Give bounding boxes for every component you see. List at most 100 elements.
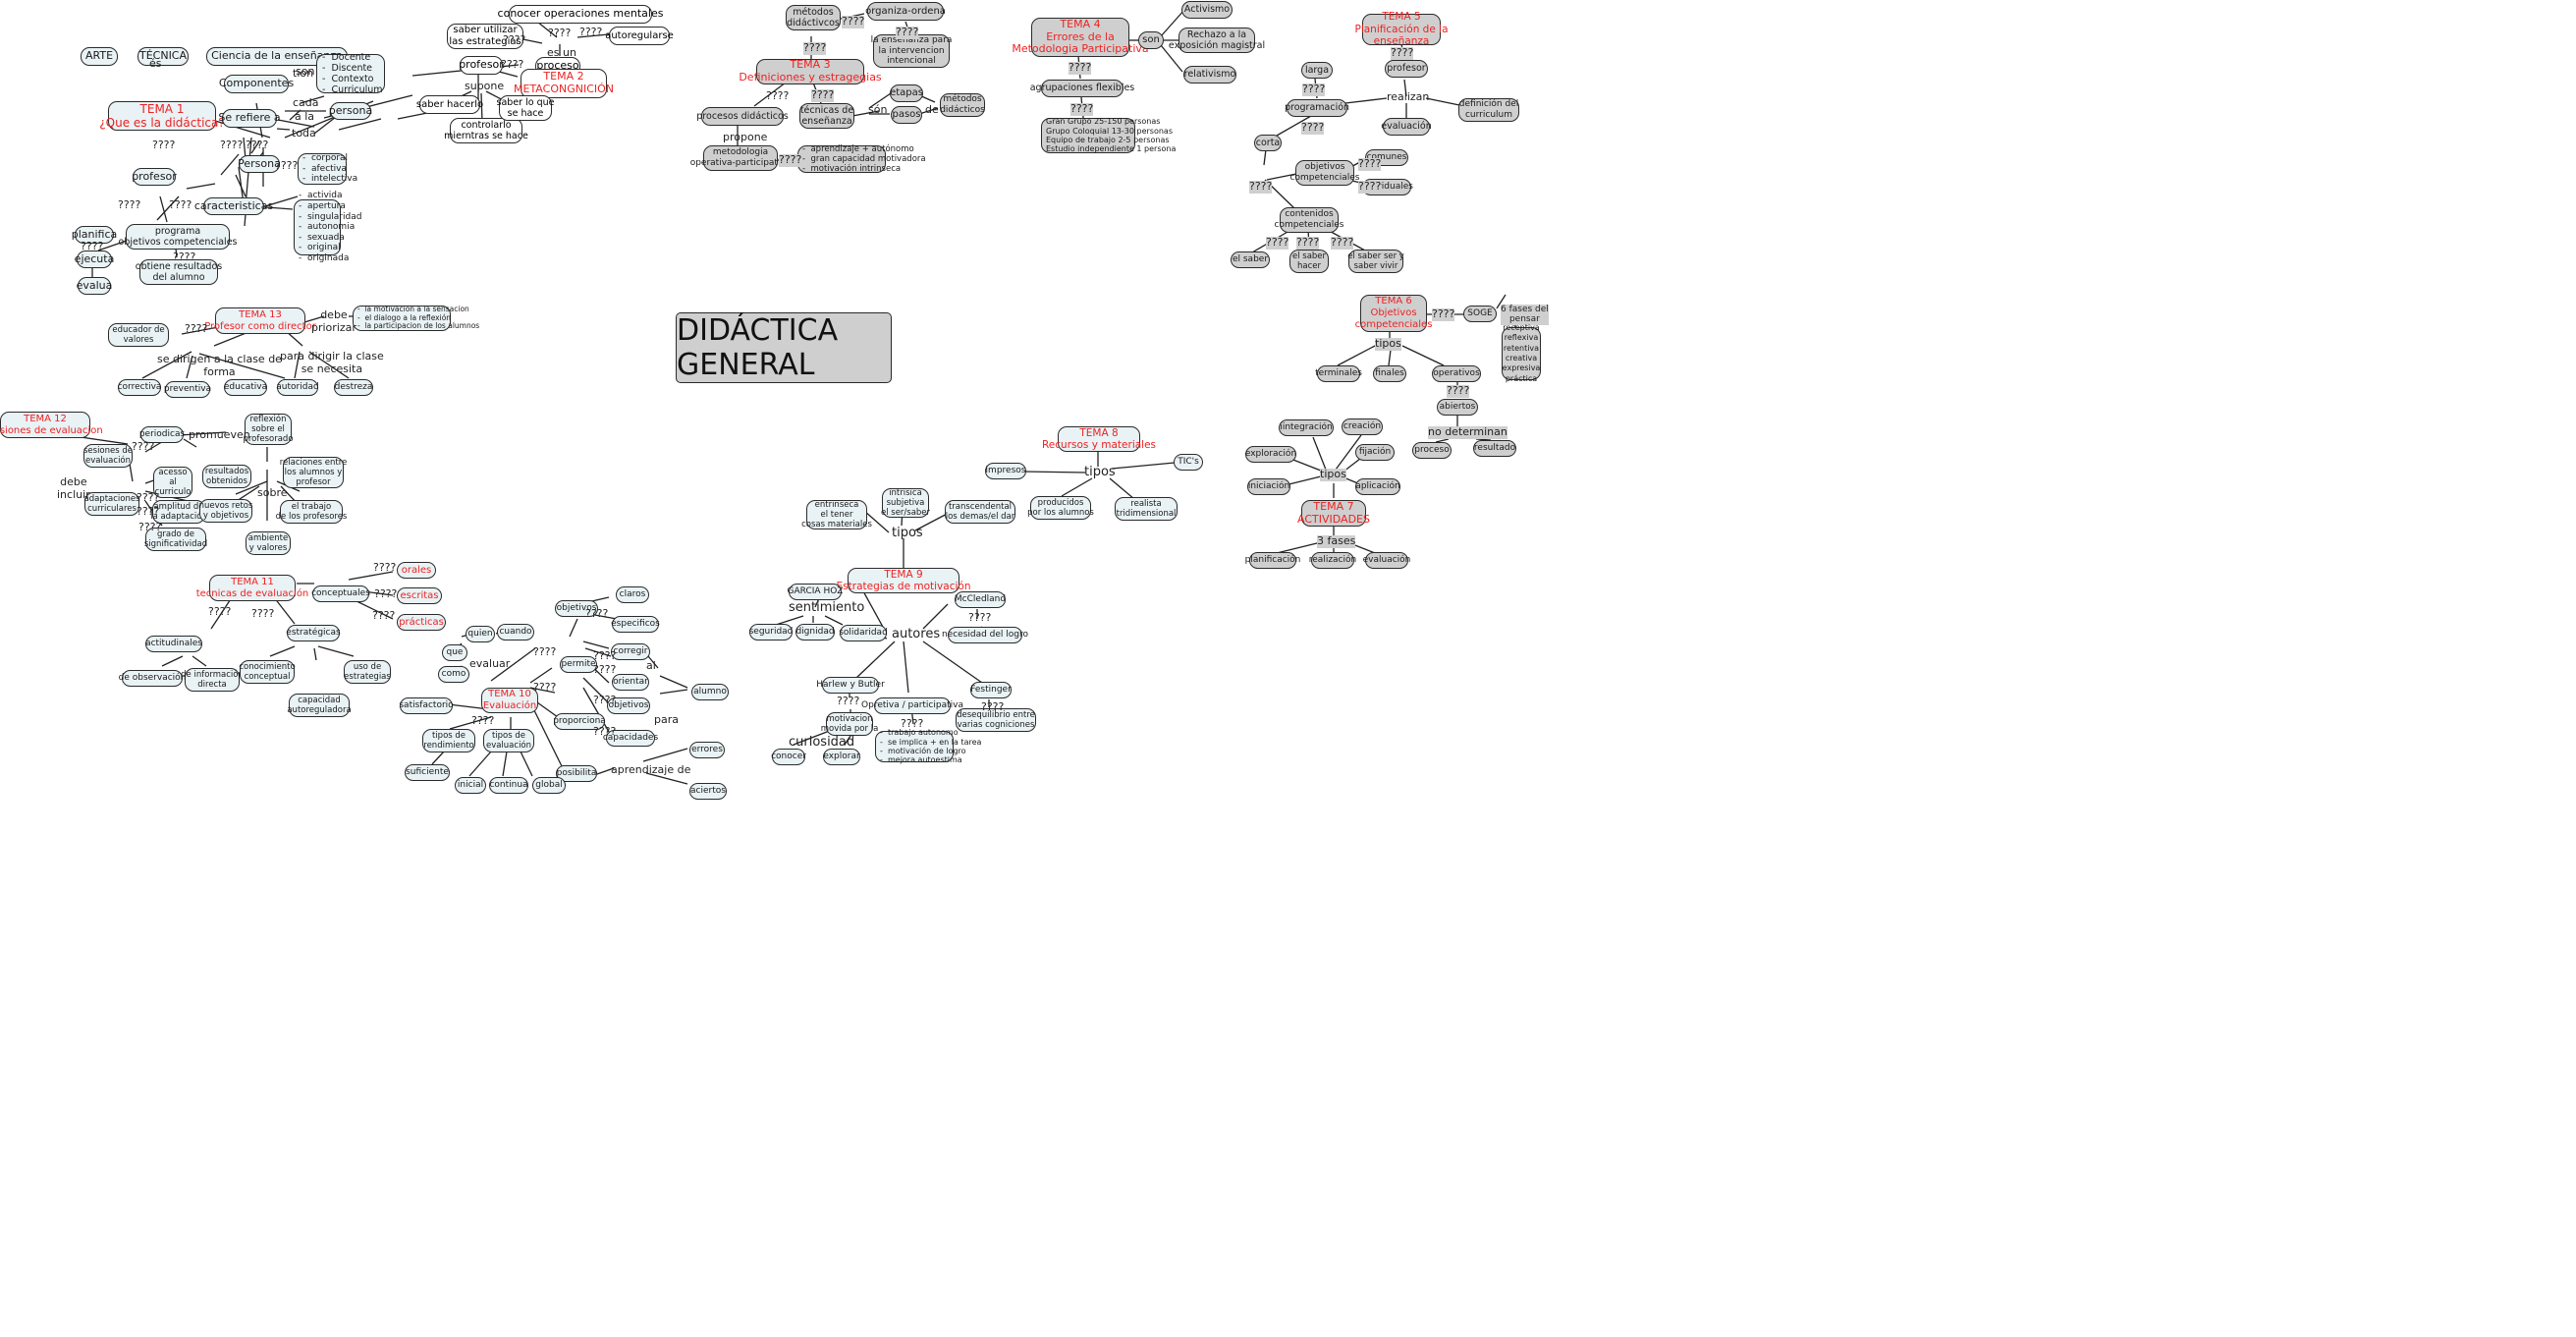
node-tema-13[interactable]: TEMA 13 Profesor como director xyxy=(204,307,316,334)
node-priorizar-list[interactable]: - la motivacion a la sensacion - el dial… xyxy=(353,305,479,331)
node-componentes[interactable]: Componentes xyxy=(219,75,294,93)
node-uso-estrategias[interactable]: uso de estrategias xyxy=(344,660,391,684)
node-capacidades[interactable]: capacidades xyxy=(603,730,658,747)
node-programa-objetivos[interactable]: programa objetivos competenciales xyxy=(118,224,238,250)
node-iniciacion[interactable]: iniciación xyxy=(1247,478,1290,495)
node-t7-planificacion[interactable]: planificación xyxy=(1245,552,1300,569)
node-errores[interactable]: errores xyxy=(689,742,725,758)
node-t4-son[interactable]: son xyxy=(1138,31,1164,49)
node-tema-12[interactable]: TEMA 12 Sesiones de evaluacion xyxy=(0,412,103,438)
node-controlarlo[interactable]: controlarlo mierntras se hace xyxy=(444,118,528,143)
node-grado-significatividad[interactable]: grado de significatividad xyxy=(143,528,208,551)
node-exploracion[interactable]: exploración xyxy=(1245,446,1296,463)
node-el-saber-ser[interactable]: el saber ser y saber vivir xyxy=(1347,250,1404,273)
node-t1-profesor[interactable]: profesor xyxy=(132,168,177,186)
node-practicas[interactable]: prácticas xyxy=(397,614,446,631)
node-larga[interactable]: larga xyxy=(1301,62,1333,79)
node-actitudinales[interactable]: actitudinales xyxy=(145,636,202,652)
node-escritas[interactable]: escritas xyxy=(397,587,442,604)
node-objetivos-competenciales-t5[interactable]: objetivos competenciales xyxy=(1290,160,1359,186)
node-persona-left[interactable]: Persona xyxy=(238,155,281,173)
node-alumno[interactable]: alumno xyxy=(691,684,729,700)
node-autoridad[interactable]: autoridad xyxy=(276,379,319,396)
node-conocer-operaciones[interactable]: conocer operaciones mentales xyxy=(498,5,663,24)
node-caracteristicas[interactable]: caracteristicas xyxy=(194,197,273,215)
node-el-saber-hacer[interactable]: el saber hacer xyxy=(1289,250,1329,273)
node-solidaridad[interactable]: solidaridad xyxy=(839,625,888,641)
node-explorar[interactable]: explorar xyxy=(823,749,860,765)
node-tema-8[interactable]: TEMA 8 Recursos y materiales xyxy=(1041,426,1157,452)
node-saber-lo-que[interactable]: saber lo que se hace xyxy=(496,95,555,121)
node-global[interactable]: global xyxy=(532,777,566,794)
node-aplicacion[interactable]: aplicación xyxy=(1355,478,1400,495)
node-corta[interactable]: corta xyxy=(1254,135,1282,151)
node-de-informacion-directa[interactable]: de información directa xyxy=(181,668,244,692)
node-objetivos-top[interactable]: objetivos xyxy=(555,600,598,617)
node-persona-right[interactable]: persona xyxy=(329,102,372,120)
node-conceptuales[interactable]: conceptuales xyxy=(311,585,370,602)
node-t6-resultado[interactable]: resultado xyxy=(1473,440,1516,457)
node-trabajo-list[interactable]: - trabajo autonomo - se implica + en la … xyxy=(875,728,981,764)
node-tema-7[interactable]: TEMA 7 ACTIVIDADES xyxy=(1297,499,1370,527)
node-continua[interactable]: continua xyxy=(489,777,528,794)
node-componentes-list[interactable]: - Docente - Discente - Contexto - Curric… xyxy=(316,52,385,95)
node-impresos[interactable]: impresos xyxy=(985,463,1026,479)
node-dignidad[interactable]: dignidad xyxy=(795,624,835,641)
node-harlew-butler[interactable]: Harlew y Butler xyxy=(816,677,885,694)
node-trabajo-profesores[interactable]: el trabajo de los profesores xyxy=(275,500,348,524)
node-t7-evaluacion[interactable]: evaluación xyxy=(1363,552,1410,569)
node-satisfactorio[interactable]: satisfactorio xyxy=(399,697,454,714)
node-tecnica[interactable]: TÉCNICA xyxy=(137,47,189,66)
node-intrisica[interactable]: intrisica subjetiva el ser/saber xyxy=(880,487,931,519)
node-permite[interactable]: permite xyxy=(560,656,597,673)
node-caracteristicas-list[interactable]: - activida - apertura - singularidad - a… xyxy=(294,191,361,263)
node-destreza[interactable]: destreza xyxy=(334,379,373,396)
node-obtiene-resultados[interactable]: obtiene resultados del alumno xyxy=(135,259,223,285)
node-nuevos-retos[interactable]: nuevos retos y objetivos xyxy=(198,499,253,523)
node-que[interactable]: que xyxy=(442,644,467,661)
node-tema-10[interactable]: TEMA 10 Evaluación xyxy=(481,688,538,713)
node-evalua[interactable]: evalua xyxy=(77,277,112,295)
node-metodos-didactivcos[interactable]: métodos didáctivcos xyxy=(786,5,841,30)
node-activismo[interactable]: Activismo xyxy=(1181,1,1233,19)
node-aprendizaje-list[interactable]: - aprendizaje + autónomo - gran capacida… xyxy=(797,144,926,174)
node-ejecuta[interactable]: ejecuta xyxy=(75,251,114,268)
node-especificos[interactable]: especificos xyxy=(611,616,660,633)
node-sesiones-evaluacion[interactable]: sesiones de evaluación xyxy=(82,444,134,468)
node-acesso-curriculo[interactable]: acesso al curriculo xyxy=(153,467,192,498)
node-inicial[interactable]: inicial xyxy=(455,777,486,794)
node-cuando[interactable]: cuando xyxy=(497,624,534,641)
node-ensenanza-intervencion[interactable]: la enseñanza para la intervencion intenc… xyxy=(870,34,953,68)
node-operativos[interactable]: operativos xyxy=(1432,365,1481,382)
node-abiertos[interactable]: abiertos xyxy=(1437,399,1478,416)
node-educador-valores[interactable]: educador de valores xyxy=(108,323,169,347)
node-estrategicas[interactable]: estratégicas xyxy=(286,625,341,641)
node-t5-profesor[interactable]: profesor xyxy=(1385,60,1428,78)
node-preventiva[interactable]: preventiva xyxy=(164,381,211,398)
node-t5-evaluacion[interactable]: evaluación xyxy=(1381,118,1432,136)
node-reflexion-profesorado[interactable]: reflexión sobre el profesorado xyxy=(243,414,294,445)
node-claros[interactable]: claros xyxy=(616,586,649,603)
node-saber-hacerlo[interactable]: saber hacerlo xyxy=(416,95,483,114)
node-necesidad-logro[interactable]: necesidad del logro xyxy=(942,627,1028,643)
node-tema-9[interactable]: TEMA 9 Estrategias de motivación xyxy=(836,568,971,593)
node-t7-realizacion[interactable]: realización xyxy=(1309,552,1356,569)
node-como[interactable]: como xyxy=(438,666,469,683)
node-entrinseca[interactable]: entrinseca el tener cosas materiales xyxy=(801,499,872,530)
node-saber-utilizar[interactable]: saber utilizar las estrategias xyxy=(447,24,523,49)
node-tema-2[interactable]: TEMA 2 METACONGNICIÓN xyxy=(514,69,614,98)
node-t6-proceso[interactable]: proceso xyxy=(1412,442,1452,459)
node-orales[interactable]: orales xyxy=(397,562,436,579)
node-pasos[interactable]: pasos xyxy=(891,106,922,124)
node-fijacion[interactable]: fijación xyxy=(1355,444,1395,461)
node-desequilibrio[interactable]: desequilibrio entre varias cogniciones xyxy=(956,708,1036,732)
node-creacion[interactable]: creación xyxy=(1342,418,1383,435)
node-tema-11[interactable]: TEMA 11 tecnicas de evaluación xyxy=(196,575,308,601)
node-etapas[interactable]: etapas xyxy=(890,84,923,102)
node-metodos-didacticos-2[interactable]: métodos didácticos xyxy=(940,93,985,117)
node-posibilita[interactable]: posibilita xyxy=(556,765,597,782)
node-procesos-didacticos[interactable]: procesos didácticos xyxy=(696,107,789,126)
node-garcia-hoz[interactable]: GARCIA HOZ xyxy=(788,584,843,600)
node-receptiva-list[interactable]: receptiva reflexiva retentiva creativa e… xyxy=(1502,322,1541,383)
node-programacion[interactable]: programación xyxy=(1285,99,1349,117)
